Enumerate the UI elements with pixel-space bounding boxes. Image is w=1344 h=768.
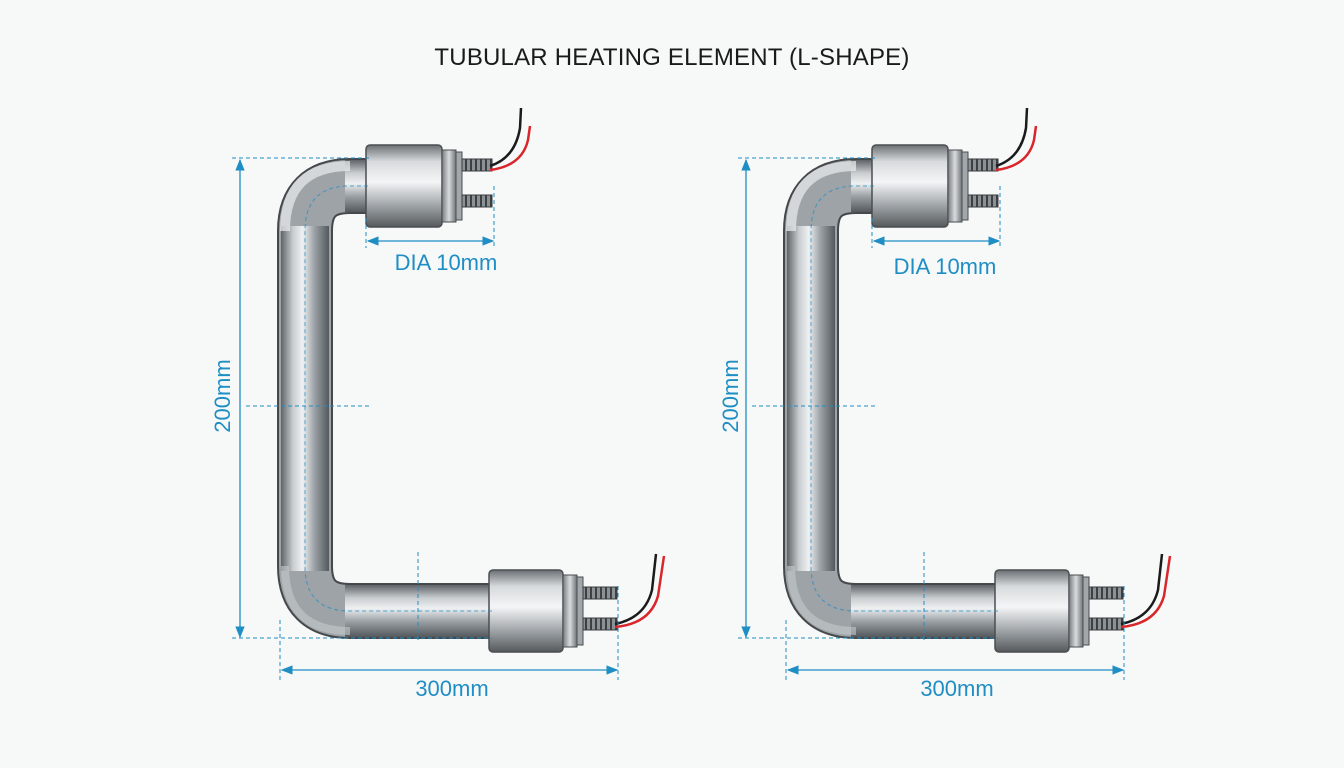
heating-element-drawing: [232, 108, 664, 680]
height-label: 200mm: [210, 359, 235, 432]
heating-element-right: DIA 10mm 200mm 300mm: [718, 108, 1170, 701]
diameter-label: DIA 10mm: [894, 254, 997, 279]
height-label: 200mm: [718, 359, 743, 432]
width-label: 300mm: [415, 676, 488, 701]
page-title: TUBULAR HEATING ELEMENT (L-SHAPE): [434, 44, 910, 71]
width-label: 300mm: [920, 676, 993, 701]
diameter-label: DIA 10mm: [395, 250, 498, 275]
heating-element-drawing: [738, 108, 1170, 680]
heating-element-left: DIA 10mm 200mm 300mm: [210, 108, 664, 701]
